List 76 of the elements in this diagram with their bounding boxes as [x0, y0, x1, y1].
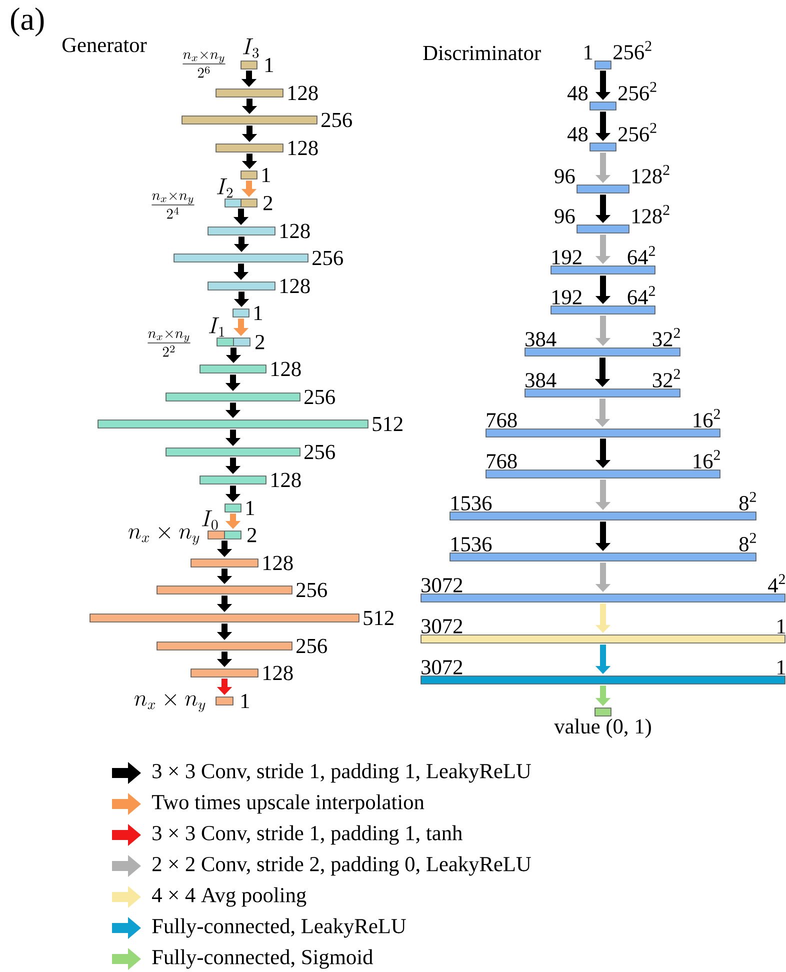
- formula-label: $I_1$: [208, 317, 224, 337]
- heading: Generator: [62, 38, 147, 52]
- channel-label: 3072: [422, 619, 462, 634]
- channel-label: value (0, 1): [554, 718, 651, 738]
- channel-label: 1: [246, 500, 254, 516]
- channel-label: 128$^{2}$: [632, 164, 670, 184]
- channel-label: 128: [280, 278, 310, 294]
- channel-label: 48: [567, 86, 588, 100]
- channel-label: 1: [254, 306, 262, 320]
- formula-label: $n_x\times n_y$: [128, 527, 200, 546]
- channel-label: 192: [552, 250, 582, 264]
- channel-label: 4$^{2}$: [768, 574, 785, 592]
- channel-label: 512: [364, 610, 394, 626]
- legend-text: Two times upscale interpolation: [152, 794, 424, 814]
- channel-label: 64$^{2}$: [628, 246, 655, 264]
- formula-label: $\frac{n_x\times n_y}{2^6}$: [182, 52, 226, 78]
- heading: Discriminator: [423, 46, 541, 60]
- formula-label: $n_x\times n_y$: [134, 694, 206, 712]
- channel-label: 256: [296, 582, 327, 598]
- channel-label: 256: [296, 638, 327, 654]
- channel-label: 256: [312, 250, 343, 266]
- channel-label: 16$^{2}$: [694, 450, 720, 468]
- channel-label: 128: [271, 362, 301, 376]
- channel-label: 256$^{2}$: [614, 40, 652, 60]
- channel-label: 1: [778, 619, 786, 634]
- channel-label: 8$^{2}$: [739, 532, 756, 552]
- formula-label: $\frac{n_x\times n_y}{2^2}$: [148, 330, 190, 357]
- channel-label: 1536: [451, 496, 492, 510]
- channel-label: 2: [248, 528, 256, 542]
- channel-label: 128$^{2}$: [632, 204, 670, 224]
- channel-label: 128: [271, 472, 301, 488]
- channel-label: 768: [487, 413, 517, 428]
- legend-text: 2 × 2 Conv, stride 2, padding 0, LeakyReLU: [152, 856, 531, 876]
- channel-label: 1: [778, 660, 786, 674]
- channel-label: 256: [304, 444, 335, 460]
- legend-text: Fully-connected, LeakyReLU: [152, 918, 406, 938]
- channel-label: 768: [487, 454, 517, 468]
- legend-text: Fully-connected, Sigmoid: [152, 949, 373, 969]
- channel-label: 128: [263, 556, 293, 570]
- channel-label: 32$^{2}$: [652, 328, 680, 346]
- channel-label: 192: [552, 290, 582, 304]
- channel-label: 64$^{2}$: [628, 286, 655, 304]
- legend-text: 3 × 3 Conv, stride 1, padding 1, LeakyReLU: [152, 763, 531, 783]
- panel-label: (a): [11, 8, 44, 37]
- channel-label: 3072: [422, 578, 462, 592]
- channel-label: 48: [567, 127, 588, 142]
- channel-label: 96: [554, 169, 575, 184]
- channel-label: 384: [526, 373, 556, 388]
- channel-label: 128: [288, 140, 318, 156]
- channel-label: 256$^{2}$: [618, 82, 656, 100]
- formula-label: $I_0$: [202, 510, 218, 530]
- channel-label: 256: [304, 390, 335, 404]
- channel-label: 3072: [422, 660, 462, 674]
- channel-label: 16$^{2}$: [694, 408, 720, 428]
- channel-label: 2: [256, 334, 264, 350]
- channel-label: 1: [262, 168, 270, 182]
- channel-label: 256: [322, 112, 352, 128]
- channel-label: 1: [265, 58, 273, 72]
- channel-label: 2: [264, 196, 272, 210]
- channel-label: 1: [241, 694, 249, 708]
- channel-label: 256$^{2}$: [618, 122, 656, 142]
- channel-label: 384: [526, 332, 556, 346]
- formula-label: $I_3$: [242, 38, 259, 58]
- channel-label: 128: [263, 666, 293, 680]
- channel-label: 128: [288, 86, 318, 100]
- formula-label: $I_2$: [216, 178, 233, 198]
- channel-label: 512: [372, 416, 402, 432]
- channel-label: 96: [554, 209, 575, 224]
- channel-label: 128: [280, 224, 310, 238]
- channel-label: 32$^{2}$: [652, 368, 680, 388]
- legend-text: 4 × 4 Avg pooling: [152, 887, 306, 907]
- channel-label: 1: [584, 45, 592, 60]
- channel-label: 1536: [451, 537, 492, 552]
- channel-label: 8$^{2}$: [739, 492, 756, 510]
- formula-label: $\frac{n_x\times n_y}{2^4}$: [152, 192, 194, 219]
- legend-text: 3 × 3 Conv, stride 1, padding 1, tanh: [152, 825, 462, 845]
